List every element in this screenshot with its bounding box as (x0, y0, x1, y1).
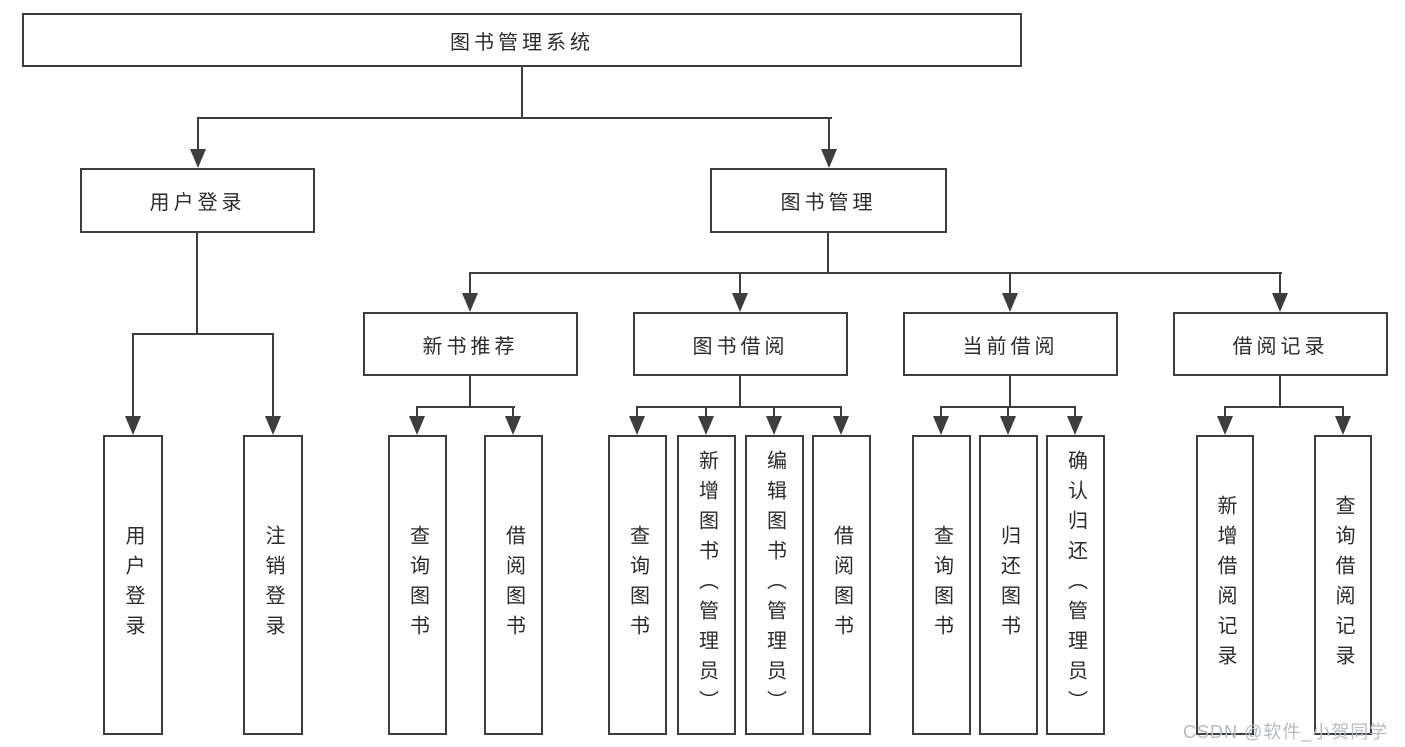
node-borrowing-records: 借阅记录 (1173, 312, 1388, 376)
leaf-borrow-books-recommend: 借阅图书 (484, 435, 543, 735)
leaf-user-login: 用户登录 (103, 435, 163, 735)
arrowhead-down-icon (629, 416, 645, 435)
leaf-edit-books-admin: 编辑图书（管理员） (745, 435, 804, 735)
connector-branch (416, 406, 515, 408)
connector-line (272, 333, 274, 417)
connector-line (512, 406, 514, 418)
connector-line (1279, 272, 1281, 294)
leaf-add-borrow-record: 新增借阅记录 (1196, 435, 1254, 735)
connector-line (469, 375, 471, 408)
connector-branch (637, 406, 842, 408)
csdn-watermark: CSDN @软件_小贺同学 (1183, 722, 1389, 742)
node-user-login: 用户登录 (80, 168, 315, 233)
connector-book-mgmt-branch (469, 272, 1282, 274)
leaf-borrow-books: 借阅图书 (812, 435, 871, 735)
arrowhead-down-icon (698, 416, 714, 435)
connector-line (1342, 406, 1344, 418)
connector-line (1074, 406, 1076, 418)
arrowhead-down-icon (1272, 293, 1288, 312)
connector-line (1279, 375, 1281, 408)
connector-line (416, 406, 418, 418)
node-current-borrowing: 当前借阅 (903, 312, 1118, 376)
connector-branch (1224, 406, 1344, 408)
leaf-query-borrow-record: 查询借阅记录 (1314, 435, 1372, 735)
connector-user-login-branch (132, 333, 274, 335)
leaf-query-books-recommend: 查询图书 (388, 435, 447, 735)
connector-line (940, 406, 942, 418)
arrowhead-down-icon (462, 293, 478, 312)
connector-line (840, 406, 842, 418)
arrowhead-down-icon (1067, 416, 1083, 435)
connector-line (469, 272, 471, 294)
connector-root-stem (521, 66, 523, 118)
connector-root-branch (197, 117, 832, 119)
arrowhead-down-icon (409, 416, 425, 435)
arrowhead-down-icon (505, 416, 521, 435)
connector-line (132, 333, 134, 417)
connector-line (773, 406, 775, 418)
arrowhead-down-icon (732, 293, 748, 312)
arrowhead-down-icon (190, 149, 206, 168)
connector-line (1007, 406, 1009, 418)
arrowhead-down-icon (933, 416, 949, 435)
node-book-management: 图书管理 (710, 168, 947, 233)
connector-line (705, 406, 707, 418)
arrowhead-down-icon (766, 416, 782, 435)
connector-line (1009, 375, 1011, 408)
connector-user-login-stem (196, 232, 198, 335)
connector-line (1224, 406, 1226, 418)
connector-line (739, 272, 741, 294)
node-new-book-recommendation: 新书推荐 (363, 312, 578, 376)
leaf-query-books-current: 查询图书 (912, 435, 971, 735)
arrowhead-down-icon (125, 416, 141, 435)
arrowhead-down-icon (265, 416, 281, 435)
connector-line (636, 406, 638, 418)
arrowhead-down-icon (1002, 293, 1018, 312)
connector-line (1009, 272, 1011, 294)
connector-line (197, 117, 199, 150)
connector-line (739, 375, 741, 408)
leaf-add-books-admin: 新增图书（管理员） (677, 435, 736, 735)
arrowhead-down-icon (1217, 416, 1233, 435)
leaf-logout: 注销登录 (243, 435, 303, 735)
arrowhead-down-icon (1335, 416, 1351, 435)
arrowhead-down-icon (1000, 416, 1016, 435)
node-library-management-system: 图书管理系统 (22, 13, 1022, 67)
connector-line (828, 117, 830, 150)
node-book-borrowing: 图书借阅 (633, 312, 848, 376)
arrowhead-down-icon (821, 149, 837, 168)
leaf-query-books-borrowing: 查询图书 (608, 435, 667, 735)
leaf-return-books: 归还图书 (979, 435, 1038, 735)
connector-book-mgmt-stem (827, 232, 829, 274)
arrowhead-down-icon (833, 416, 849, 435)
leaf-confirm-return-admin: 确认归还（管理员） (1046, 435, 1105, 735)
